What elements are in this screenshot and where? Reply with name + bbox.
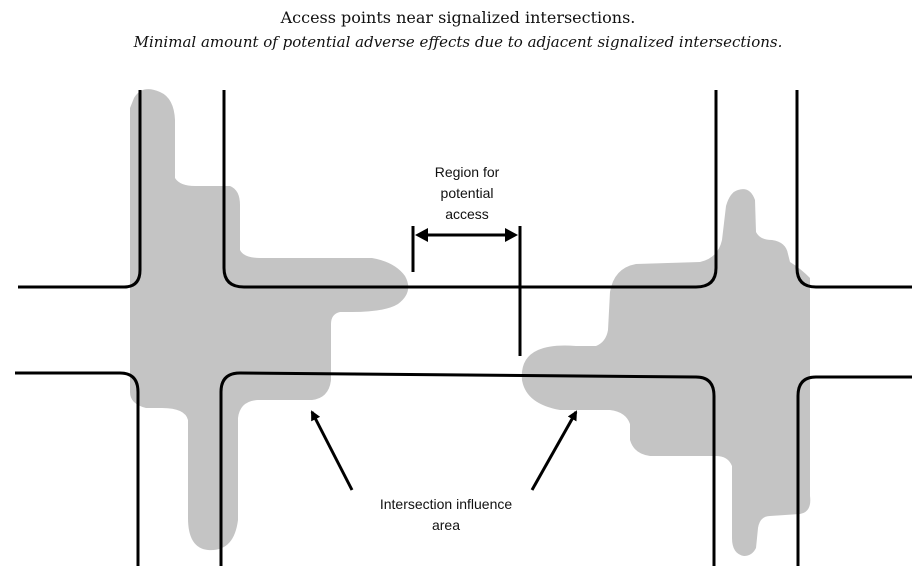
influence-arrow-left bbox=[310, 410, 354, 491]
right-influence-area bbox=[521, 189, 811, 556]
road-edge-left-lower-west bbox=[15, 371, 140, 566]
access-region-arrow-right-icon bbox=[505, 228, 518, 242]
left-influence-area bbox=[130, 89, 409, 551]
region-label-line2: potential bbox=[441, 185, 494, 201]
influence-label-line2: area bbox=[432, 517, 460, 533]
road-edge-right-lower-east bbox=[796, 375, 912, 566]
influence-label-line1: Intersection influence bbox=[380, 496, 513, 512]
region-label-line3: access bbox=[445, 206, 489, 222]
road-edge-left-upper-east bbox=[222, 90, 410, 289]
road-edge-left-upper-west bbox=[18, 90, 142, 289]
region-label-line1: Region for bbox=[435, 164, 500, 180]
access-region-arrow-left-icon bbox=[415, 228, 428, 242]
road-edge-right-upper-west bbox=[410, 90, 718, 289]
road-edge-right-upper-east bbox=[795, 90, 912, 289]
influence-arrow-right bbox=[530, 410, 578, 491]
road-edge-left-lower-east bbox=[219, 371, 716, 566]
diagram-title: Access points near signalized intersecti… bbox=[280, 8, 636, 27]
diagram-subtitle: Minimal amount of potential adverse effe… bbox=[133, 33, 783, 51]
